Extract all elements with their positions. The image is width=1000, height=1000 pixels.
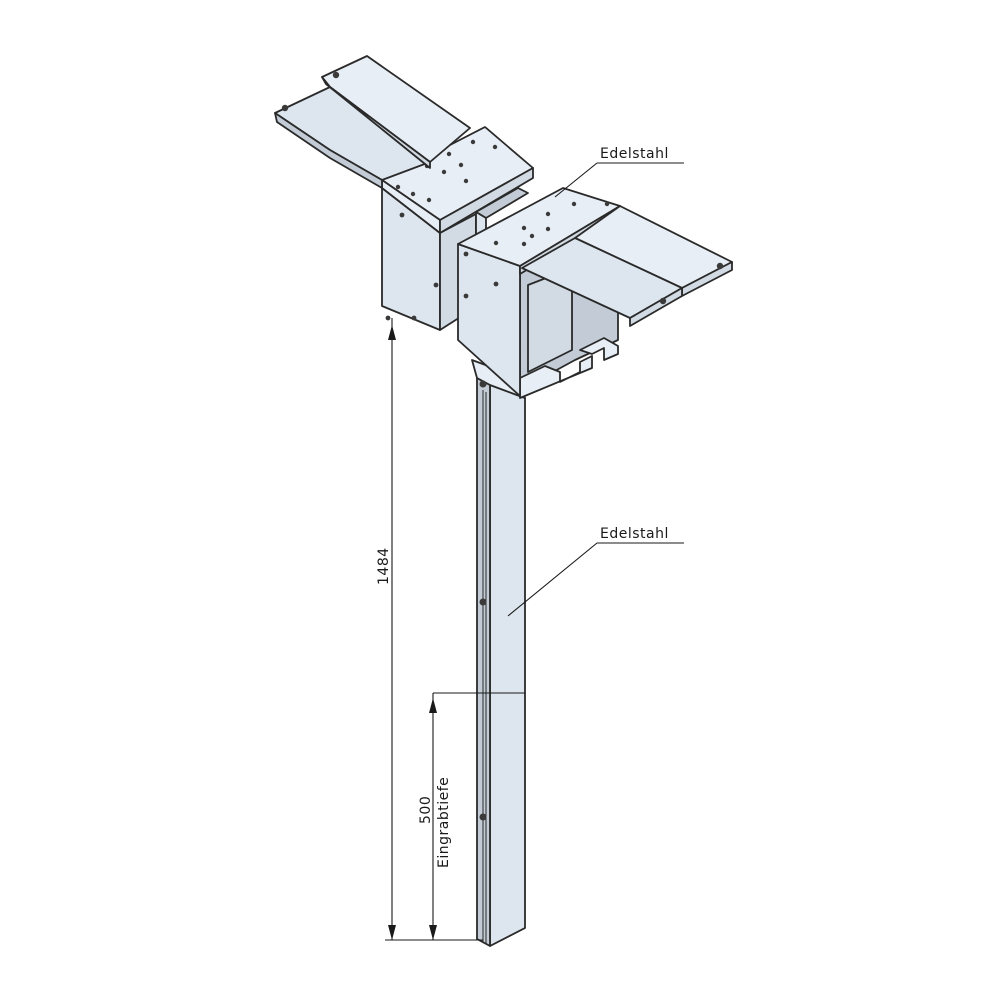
material-label-top: Edelstahl — [600, 146, 669, 162]
leader-post — [507, 542, 684, 617]
post-hole-bottom — [479, 813, 487, 821]
dimension-depth — [429, 692, 525, 940]
dimension-total — [385, 318, 483, 941]
dimension-depth-value: 500 — [418, 796, 434, 824]
post-hole-top — [479, 380, 487, 388]
material-label-post: Edelstahl — [600, 526, 669, 542]
leader-top — [554, 162, 684, 198]
dimension-total-value: 1484 — [376, 547, 392, 585]
post-hole-middle — [479, 598, 487, 606]
right-arm — [521, 205, 733, 327]
dimension-depth-caption: Eingrabtiefe — [436, 777, 452, 868]
post — [471, 359, 526, 947]
left-arm — [274, 55, 471, 189]
